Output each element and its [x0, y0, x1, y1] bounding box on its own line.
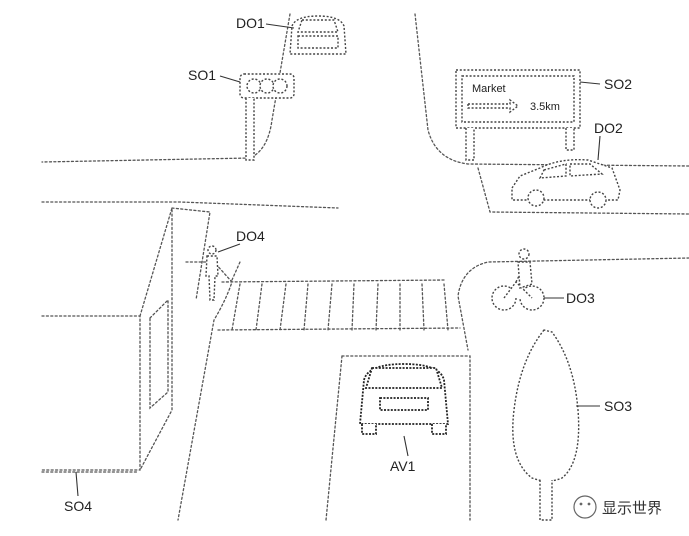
sign-distance: 3.5km: [530, 101, 560, 113]
label-so1: SO1: [188, 67, 216, 83]
stripe: [279, 283, 287, 331]
label-do4: DO4: [236, 228, 265, 244]
left-near-curb: [177, 261, 233, 521]
stripe: [375, 283, 379, 331]
parked-car-do2: [511, 158, 621, 209]
label-so4: SO4: [64, 498, 92, 514]
building-window: [149, 298, 169, 410]
arrow-right-icon: [467, 98, 520, 114]
cyclist-do3: [491, 248, 545, 311]
crosswalk-bottom: [217, 327, 461, 331]
so1-leader: [219, 75, 241, 83]
label-so3: SO3: [604, 398, 632, 414]
stripe: [327, 283, 333, 331]
do2-leader: [597, 135, 601, 161]
left-sidewalk-far: [41, 201, 339, 209]
near-lane-left: [325, 355, 343, 521]
leader-lines: [75, 23, 601, 497]
watermark: 显示世界: [573, 495, 662, 519]
tree-so3: [512, 329, 580, 521]
building-corner: [171, 207, 211, 301]
label-so2: SO2: [604, 76, 632, 92]
so4-leader: [75, 471, 79, 497]
crosswalk: [217, 279, 461, 331]
right-corner-curb: [457, 257, 689, 351]
crosswalk-top: [221, 279, 447, 283]
stripe: [421, 283, 425, 331]
stripe: [255, 283, 263, 331]
stripe: [231, 283, 241, 331]
do4-leader: [217, 243, 241, 253]
near-lane-right: [341, 355, 471, 521]
far-car-do1: [289, 15, 347, 55]
so2-leader: [579, 81, 601, 85]
building-front: [41, 315, 141, 471]
label-do1: DO1: [236, 15, 265, 31]
upper-left-curb: [41, 13, 291, 163]
building-side: [139, 207, 173, 471]
do1-leader: [265, 23, 295, 29]
watermark-text: 显示世界: [602, 499, 662, 517]
upper-right-curb: [414, 13, 689, 167]
stripe: [351, 283, 355, 331]
left-curb-stub: [231, 261, 241, 281]
road-sign-so2: [455, 69, 581, 161]
av1-leader: [403, 435, 409, 457]
traffic-light-so1: [239, 73, 295, 161]
ego-vehicle-av1: [359, 363, 449, 435]
road-lines: [41, 13, 689, 521]
stripe: [443, 283, 449, 331]
label-do2: DO2: [594, 120, 623, 136]
pedestrian-do4: [205, 245, 219, 301]
sign-title: Market: [472, 83, 506, 95]
label-do3: DO3: [566, 290, 595, 306]
label-av1: AV1: [390, 458, 416, 474]
right-sidewalk-edge: [477, 167, 689, 215]
wechat-icon: [573, 495, 597, 519]
stripe: [303, 283, 309, 331]
